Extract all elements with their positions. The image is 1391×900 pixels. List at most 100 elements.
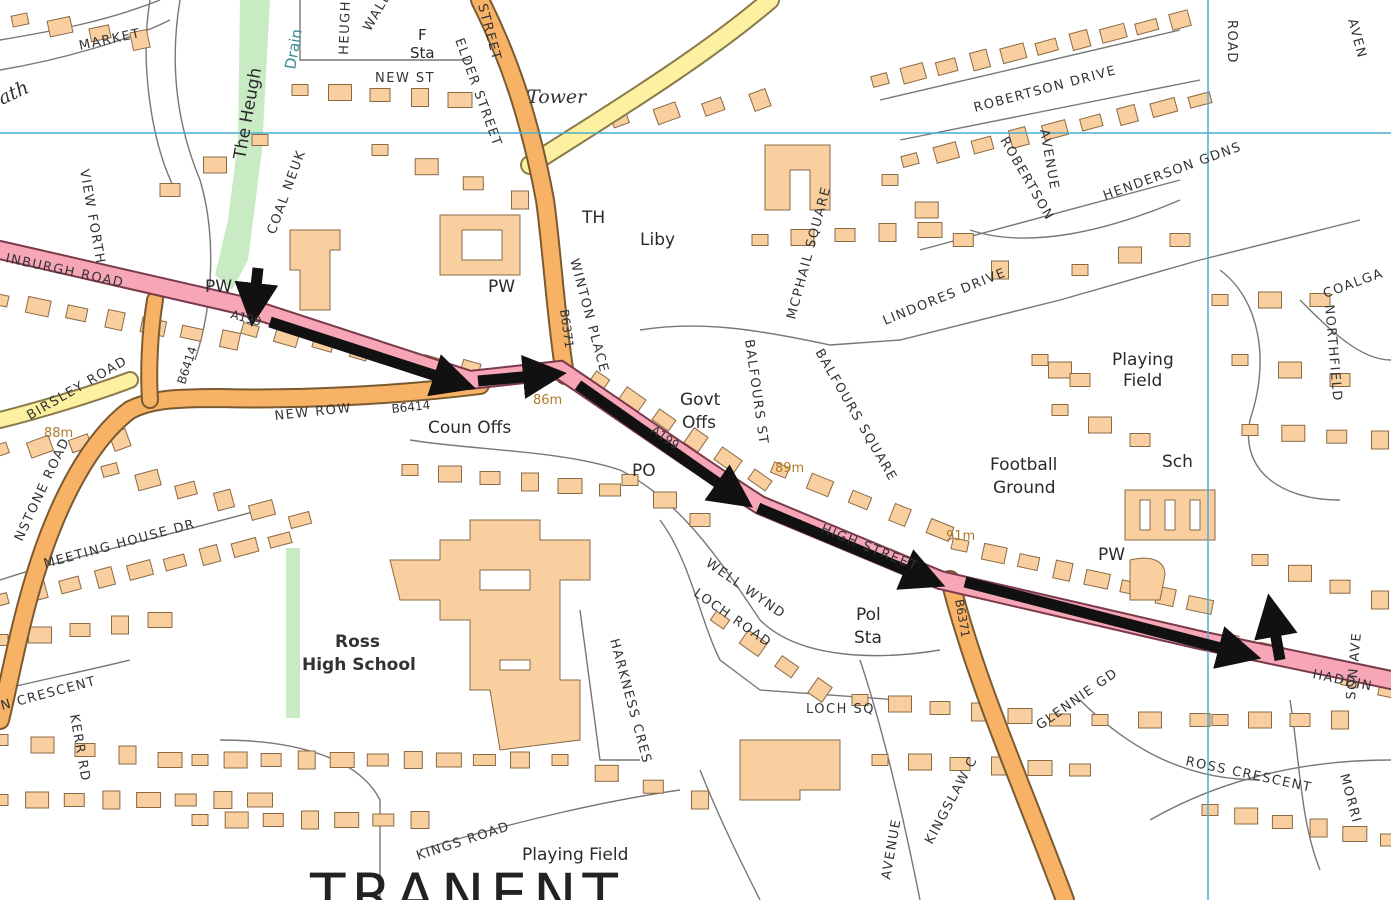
label-height-86: 86m [533, 393, 562, 408]
route-arrows[interactable] [234, 267, 1298, 669]
building [63, 793, 85, 807]
building [751, 234, 769, 246]
label-pw-right: PW [1098, 545, 1125, 565]
label-b6371-bottom: B6371 [952, 598, 973, 639]
building [701, 96, 726, 117]
building [46, 15, 74, 38]
label-balfours-square: BALFOURS SQUARE [812, 347, 900, 485]
building [74, 743, 96, 757]
building [908, 753, 932, 771]
label-playing-field-bottom: Playing Field [522, 845, 628, 865]
label-liby: Liby [640, 230, 675, 250]
building [709, 610, 731, 630]
building [401, 464, 419, 476]
building [1088, 416, 1112, 434]
label-henderson-gdns: HENDERSON GDNS [1101, 140, 1244, 204]
building [834, 228, 856, 242]
building [260, 753, 282, 767]
building [174, 793, 197, 807]
building [1231, 354, 1249, 366]
building [1234, 807, 1259, 825]
label-harkness-cres: HARKNESS CRES [606, 637, 654, 765]
label-wall: WALL [360, 0, 394, 34]
route-arrow [477, 355, 567, 399]
building [136, 792, 162, 808]
building [642, 779, 664, 794]
building [1371, 430, 1389, 450]
building [410, 811, 430, 829]
label-govt: Govt [680, 390, 721, 410]
building [247, 499, 277, 521]
label-ross-crescent: ROSS CRESCENT [1184, 754, 1313, 795]
building [462, 176, 484, 191]
building [1185, 594, 1215, 616]
building [557, 478, 583, 494]
building [980, 542, 1008, 565]
building [510, 751, 530, 769]
building [174, 480, 198, 500]
building [1329, 373, 1351, 387]
building [1168, 9, 1192, 31]
building [88, 24, 112, 43]
building [372, 813, 395, 827]
building [1251, 554, 1269, 566]
label-town: TRANENT [309, 861, 624, 900]
building [159, 183, 181, 197]
label-po: PO [632, 461, 656, 481]
building [414, 158, 439, 176]
label-height-91: 91m [946, 529, 975, 544]
label-path: ath [0, 76, 32, 109]
label-drain: Drain [281, 28, 306, 71]
building [102, 790, 121, 810]
building [203, 156, 227, 174]
building [1288, 564, 1312, 582]
building [212, 488, 236, 512]
building [1052, 559, 1074, 582]
label-robertson-drive: ROBERTSON DRIVE [972, 63, 1118, 116]
building [929, 701, 951, 715]
label-sta: Sta [854, 628, 882, 648]
building [968, 48, 992, 72]
building [594, 764, 619, 782]
label-view-forth: VIEW FORTH [76, 168, 108, 266]
building [329, 752, 355, 768]
building [1326, 429, 1348, 444]
building [1211, 294, 1229, 306]
building [147, 612, 173, 628]
building [917, 222, 943, 238]
building [1271, 815, 1293, 829]
building [262, 813, 284, 827]
building [1069, 373, 1091, 387]
label-f: F [418, 26, 427, 44]
label-lindores-drive: LINDORES DRIVE [881, 265, 1009, 328]
building [125, 559, 155, 581]
building [1371, 590, 1389, 610]
label-coalgate: COALGA [1321, 266, 1386, 302]
route-arrow [574, 380, 754, 508]
label-aven: AVEN [1344, 17, 1369, 60]
building [223, 751, 248, 769]
label-balfours-st: BALFOURS ST [741, 338, 771, 445]
building [301, 810, 319, 830]
building [888, 502, 912, 528]
building [925, 517, 955, 543]
building [472, 754, 496, 766]
building [1149, 96, 1179, 119]
building [952, 233, 974, 247]
building [371, 144, 389, 156]
label-high-street: HIGH STREET [819, 522, 921, 575]
route-arrow [755, 502, 946, 590]
label-heugh: HEUGH [337, 0, 354, 55]
building [551, 754, 569, 766]
label-offs: Offs [682, 413, 716, 433]
route-arrow [234, 267, 279, 327]
building [970, 135, 995, 155]
building [1115, 103, 1140, 127]
building [1329, 579, 1351, 594]
building [297, 750, 316, 770]
building [621, 474, 639, 486]
label-coun-offs: Coun Offs [428, 418, 511, 438]
label-loch-sq: LOCH SQ [806, 702, 875, 717]
